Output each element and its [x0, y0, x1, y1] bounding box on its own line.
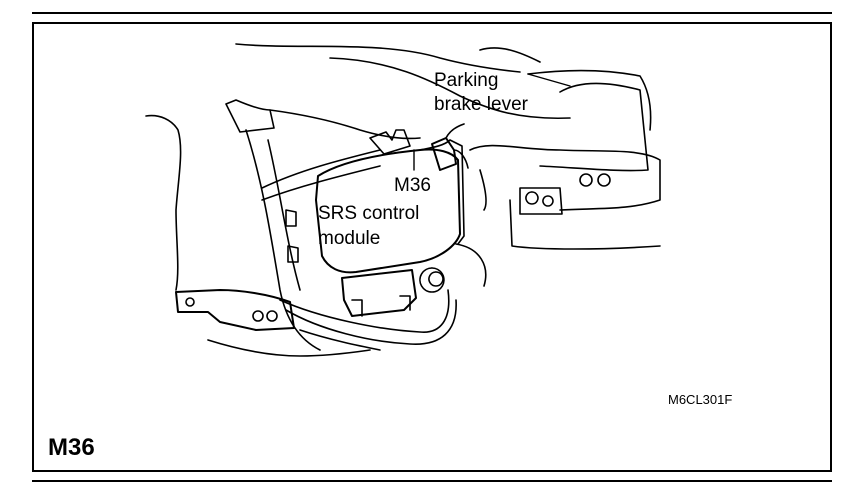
m36-connector	[431, 137, 457, 171]
upper-body-outline	[235, 43, 521, 73]
leader-parking	[527, 73, 571, 87]
module-side-face	[419, 139, 465, 245]
bottom-border-line	[32, 480, 832, 482]
lever-bolt-right-2	[597, 173, 611, 187]
connector-id: M36	[48, 434, 95, 461]
module-top-connector	[369, 129, 411, 155]
m36-pointer-label: M36	[394, 175, 431, 196]
lower-left-bracket	[175, 289, 295, 331]
left-rail-2	[245, 129, 321, 351]
figure-frame	[32, 22, 832, 472]
left-bracket-top	[225, 99, 275, 133]
left-pillar	[145, 114, 182, 291]
brace	[261, 149, 381, 201]
connector-wires	[445, 123, 469, 169]
bolt-housing	[419, 267, 445, 293]
lever-bolt-right-1	[579, 173, 593, 187]
left-rail-1	[269, 109, 421, 140]
side-tabs	[285, 209, 299, 263]
lower-bracket	[341, 269, 417, 317]
bracket-bolt-2	[266, 310, 278, 322]
wire-harness-2	[285, 299, 457, 345]
left-rail-3	[267, 139, 301, 291]
wire-harness	[279, 289, 450, 333]
bracket-bolt-3	[185, 297, 195, 307]
parking-brake-label-line1: Parking	[434, 70, 499, 91]
figure-code: M6CL301F	[668, 392, 733, 407]
console-top-edge	[329, 57, 571, 120]
srs-module-label-line2: module	[318, 228, 381, 249]
lever-foot	[479, 169, 563, 215]
floor-line-left	[207, 339, 371, 357]
lever-bracket	[539, 82, 649, 172]
lever-bolt-holes	[525, 191, 554, 207]
bracket-tabs	[351, 295, 411, 317]
srs-module-label-line1: SRS control	[318, 203, 420, 224]
floor-tunnel-line	[509, 199, 661, 250]
lever-base	[469, 144, 661, 211]
srs-module-body	[315, 148, 461, 274]
bracket-bolt-1	[252, 310, 264, 322]
parking-lever-housing	[479, 47, 652, 131]
parking-brake-label-line2: brake lever	[434, 94, 528, 115]
wire-lower	[299, 329, 381, 351]
top-border-line	[32, 12, 832, 14]
bolt-inner	[428, 271, 444, 287]
floor-curve	[455, 243, 487, 287]
